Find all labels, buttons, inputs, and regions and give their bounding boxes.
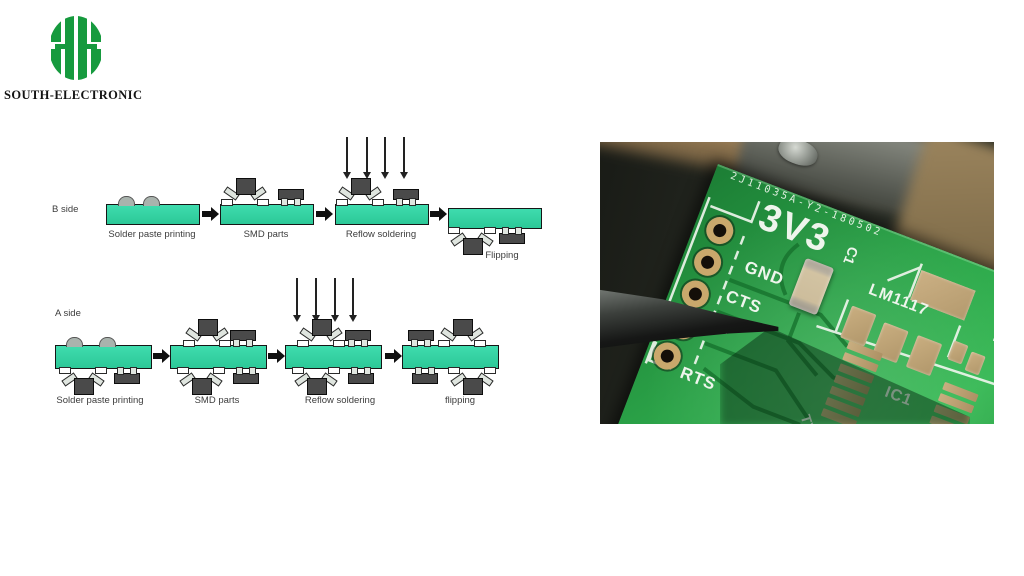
board-a2-smd-parts (170, 319, 267, 395)
smd-component-large (292, 367, 340, 395)
board-a4-flipped (402, 319, 499, 395)
step-label: Reflow soldering (304, 395, 376, 406)
smd-component-small (393, 189, 419, 206)
row-a-side-label: A side (55, 308, 81, 319)
process-arrow-icon (268, 349, 285, 363)
reflow-heat-arrow-icon (293, 278, 301, 322)
step-label: SMD parts (243, 229, 289, 240)
smd-component-large (336, 178, 384, 206)
smd-component-small (345, 330, 371, 347)
smd-component-small (348, 367, 374, 384)
smd-component-large (177, 367, 225, 395)
reflow-heat-arrow-icon (312, 278, 320, 322)
smd-component-large (438, 319, 486, 347)
board-a3-reflow (285, 319, 382, 395)
step-label: Reflow soldering (345, 229, 417, 240)
row-b-side-label: B side (52, 204, 79, 215)
smt-process-diagram: B side Solder paste printing SMD parts R… (40, 130, 588, 430)
reflow-heat-arrow-icon (400, 137, 408, 179)
reflow-heat-arrow-icon (349, 278, 357, 322)
step-label: Flipping (485, 250, 519, 261)
reflow-heat-arrow-icon (343, 137, 351, 179)
board-a1-solder-paste (55, 337, 152, 395)
smd-component-large (221, 178, 269, 206)
step-label: flipping (444, 395, 476, 406)
reflow-heat-arrow-icon (381, 137, 389, 179)
process-arrow-icon (153, 349, 170, 363)
smd-component-large (448, 367, 496, 395)
reflow-heat-arrow-icon (331, 278, 339, 322)
step-label: Solder paste printing (56, 395, 144, 406)
step-label: Solder paste printing (108, 229, 196, 240)
solder-paste-bump (99, 337, 116, 347)
pcb-photo: 2J11035A-Y2-180502 3V3 GND CTS - RTS C1 … (600, 142, 994, 424)
smd-component-small (230, 330, 256, 347)
smd-component-large (183, 319, 231, 347)
board-b2-smd-parts (220, 178, 314, 225)
board-b4-flipped (448, 208, 542, 255)
smd-component-large (59, 367, 107, 395)
board-b3-reflow (335, 178, 429, 225)
brand-name: SOUTH-ELECTRONIC (4, 88, 143, 102)
solder-paste-bump (66, 337, 83, 347)
process-arrow-icon (202, 207, 219, 221)
smd-component-large (297, 319, 345, 347)
hh-monogram-icon (48, 15, 104, 86)
process-arrow-icon (385, 349, 402, 363)
smd-component-small (233, 367, 259, 384)
smd-component-small (408, 330, 434, 347)
board-b1-solder-paste (106, 196, 200, 225)
step-label: SMD parts (194, 395, 240, 406)
solder-paste-bump (143, 196, 160, 206)
smd-component-small (278, 189, 304, 206)
solder-paste-bump (118, 196, 135, 206)
process-arrow-icon (316, 207, 333, 221)
smd-component-small (499, 227, 525, 244)
process-arrow-icon (430, 207, 447, 221)
smd-component-small (412, 367, 438, 384)
smd-component-small (114, 367, 140, 384)
reflow-heat-arrow-icon (363, 137, 371, 179)
